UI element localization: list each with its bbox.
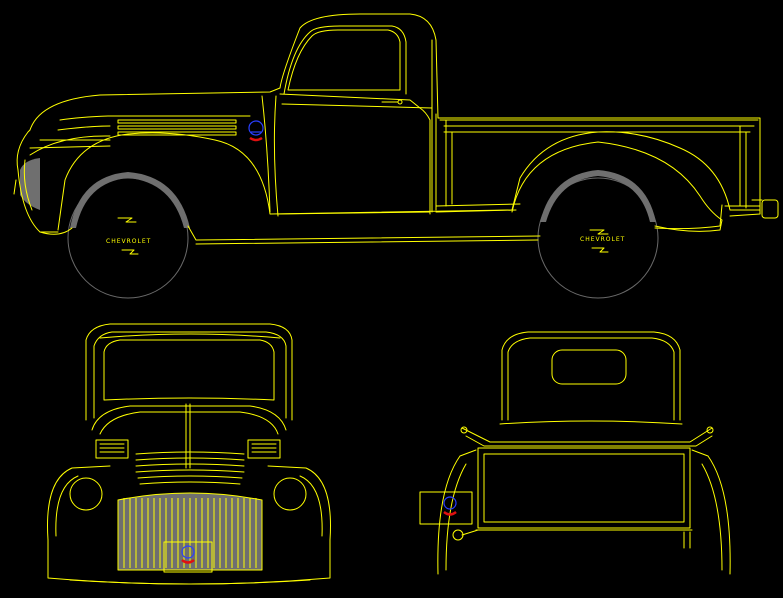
truck-bed	[435, 119, 761, 217]
rear-license-plate	[419, 491, 473, 525]
rear-view	[419, 331, 731, 575]
nose-shade	[20, 158, 40, 210]
front-cab-outline	[85, 323, 293, 421]
front-fender-shade	[70, 172, 190, 228]
front-hood	[91, 405, 287, 431]
left-front-fender	[47, 465, 111, 541]
running-board	[187, 225, 541, 241]
rear-fender	[511, 141, 723, 232]
door-front-edge	[273, 95, 279, 217]
rear-right-fender	[691, 449, 731, 575]
body-outline	[29, 13, 761, 231]
rear-window	[551, 349, 627, 385]
right-vent	[247, 439, 281, 459]
rear-cab-outline	[501, 331, 681, 421]
front-wheel-badge: CHEVROLET	[106, 217, 151, 255]
tail-light	[761, 199, 779, 219]
side-window	[287, 29, 401, 91]
hood-vents	[117, 119, 237, 136]
left-headlight	[69, 477, 103, 511]
right-front-fender	[267, 465, 331, 541]
bowtie-emblem-rear	[443, 496, 457, 516]
rear-tire	[537, 177, 659, 299]
front-bumper	[69, 579, 311, 585]
front-license-plate	[163, 541, 213, 573]
front-view	[47, 323, 331, 585]
rear-wheel-badge: CHEVROLET	[580, 229, 625, 253]
tailgate	[477, 447, 691, 529]
bowtie-emblem-front	[181, 545, 195, 564]
right-headlight	[273, 477, 307, 511]
windshield	[103, 339, 275, 401]
upper-grille	[135, 451, 245, 485]
side-view: CHEVROLET CHEVROLET	[13, 13, 779, 299]
rear-fender-shade	[540, 170, 656, 222]
rear-left-fender	[437, 449, 477, 575]
rear-wheel-brand-text: CHEVROLET	[580, 236, 625, 243]
left-vent	[95, 439, 129, 459]
bowtie-emblem-side	[248, 120, 264, 142]
lower-grille-bars	[123, 498, 257, 568]
door-outline	[279, 93, 431, 215]
front-wheel-brand-text: CHEVROLET	[106, 238, 151, 245]
